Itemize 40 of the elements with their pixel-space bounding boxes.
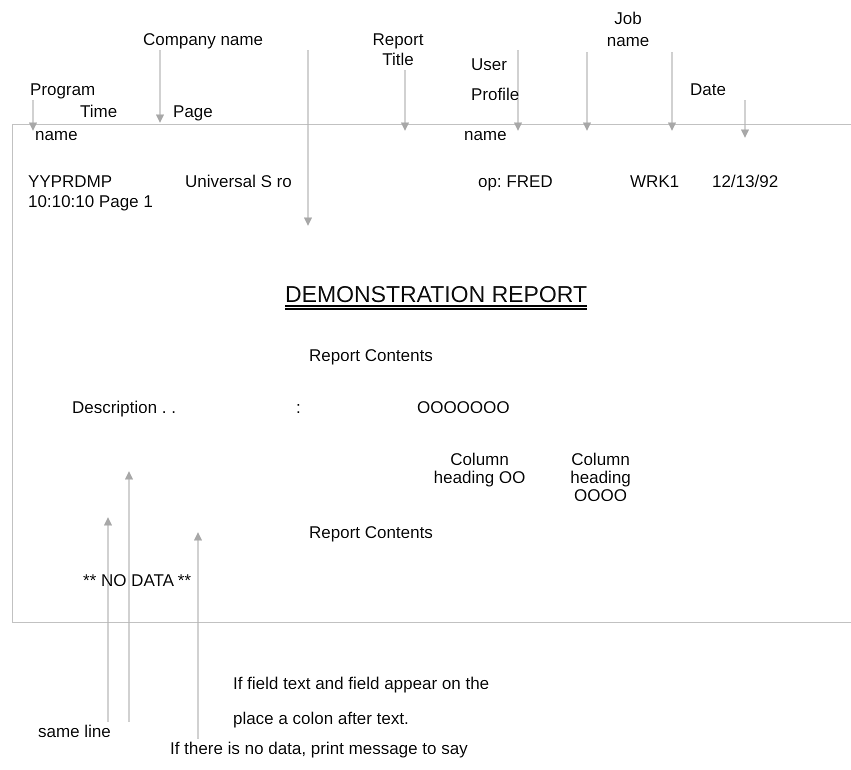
report-text: : bbox=[296, 398, 301, 418]
report-text: Report Contents bbox=[309, 523, 433, 543]
leader-line bbox=[400, 70, 410, 131]
leader-line bbox=[194, 532, 202, 739]
annotation-text: name bbox=[464, 125, 524, 145]
annotation-text: place a colon after text. bbox=[233, 709, 409, 729]
annotation-text: Program bbox=[30, 80, 100, 100]
annotation-text: Page bbox=[155, 102, 225, 122]
annotation-text: Date bbox=[690, 80, 750, 100]
leader-line bbox=[124, 471, 134, 722]
annotation-text: Company name bbox=[143, 30, 313, 50]
report-text: YYPRDMP bbox=[28, 172, 112, 192]
annotation-text: Report Title bbox=[358, 30, 438, 70]
leader-line bbox=[104, 517, 112, 722]
annotation-text: Time bbox=[80, 102, 118, 122]
annotation-text: Job name bbox=[580, 8, 676, 52]
report-text: op: FRED bbox=[478, 172, 553, 192]
report-text: Description . . bbox=[72, 398, 176, 418]
annotation-text: name bbox=[35, 125, 78, 145]
report-text: Universal S ro bbox=[185, 172, 292, 192]
report-text: WRK1 bbox=[630, 172, 680, 192]
report-text: Column heading OOOO bbox=[569, 451, 632, 505]
annotation-text: If field text and field appear on the bbox=[233, 674, 490, 694]
report-text: ** NO DATA ** bbox=[83, 571, 192, 591]
report-text: 10:10:10 Page 1 bbox=[28, 192, 153, 212]
report-text: Report Contents bbox=[309, 346, 433, 366]
leader-line bbox=[668, 52, 676, 131]
leader-line bbox=[582, 52, 592, 131]
leader-line bbox=[514, 50, 522, 131]
report-title: DEMONSTRATION REPORT bbox=[285, 284, 587, 304]
leader-line bbox=[304, 50, 312, 226]
annotation-text: If there is no data, print message to say bbox=[170, 739, 468, 759]
report-text: 12/13/92 bbox=[712, 172, 778, 192]
report-text: Column heading OO bbox=[432, 451, 526, 487]
annotation-text: same line bbox=[38, 722, 138, 742]
leader-line bbox=[156, 50, 164, 123]
report-text: OOOOOOO bbox=[417, 398, 510, 418]
leader-line bbox=[740, 100, 750, 138]
annotation-text: User Profile bbox=[471, 50, 533, 110]
leader-line bbox=[28, 100, 38, 131]
